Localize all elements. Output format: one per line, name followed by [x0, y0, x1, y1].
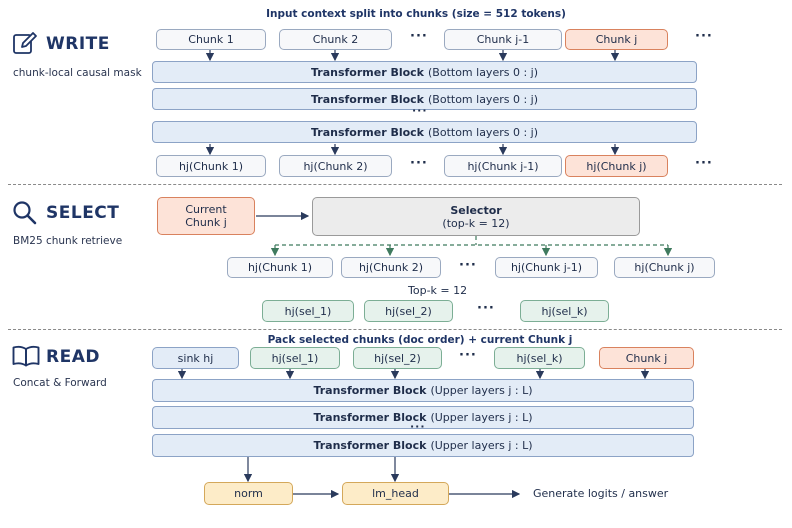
read-transformer-block-2: Transformer Block(Upper layers j : L) [152, 406, 694, 429]
candidate-ellipsis: ··· [459, 258, 477, 273]
write-block-vdots: ··· [412, 104, 428, 117]
candidate-chunk-j: hj(Chunk j) [614, 257, 715, 278]
edit-pencil-icon [13, 32, 37, 54]
search-icon [13, 201, 37, 225]
section-divider-2 [8, 329, 782, 330]
write-transformer-block-2: Transformer Block(Bottom layers 0 : j) [152, 88, 697, 110]
sink-input: sink hj [152, 347, 239, 369]
candidate-chunk-2: hj(Chunk 2) [341, 257, 441, 278]
chunk-1: Chunk 1 [156, 29, 266, 50]
read-transformer-block-1: Transformer Block(Upper layers j : L) [152, 379, 694, 402]
selector-title: Selector [450, 203, 502, 217]
write-header: Input context split into chunks (size = … [266, 8, 566, 20]
write-chunks-ellipsis-end: ··· [695, 29, 713, 44]
selector-box: Selector (top-k = 12) [312, 197, 640, 236]
write-transformer-block-3: Transformer Block(Bottom layers 0 : j) [152, 121, 697, 143]
read-block-vdots: ··· [410, 420, 426, 433]
read-inputs-ellipsis: ··· [459, 348, 477, 363]
selected-chunk-2: hj(sel_2) [364, 300, 453, 322]
write-transformer-block-1: Transformer Block(Bottom layers 0 : j) [152, 61, 697, 83]
read-arrows [177, 369, 650, 499]
write-subtitle: chunk-local causal mask [13, 67, 142, 79]
hidden-chunk-2: hj(Chunk 2) [279, 155, 392, 177]
write-title: WRITE [46, 34, 110, 54]
selected-chunk-k: hj(sel_k) [520, 300, 609, 322]
select-subtitle: BM25 chunk retrieve [13, 235, 123, 247]
select-arrows [256, 211, 673, 257]
read-title: READ [46, 347, 100, 367]
current-chunk-box: Current Chunk j [157, 197, 255, 235]
output-label: Generate logits / answer [533, 487, 669, 500]
section-divider-1 [8, 184, 782, 185]
read-current-chunk: Chunk j [599, 347, 694, 369]
selected-ellipsis: ··· [477, 301, 495, 316]
candidate-chunk-j-1: hj(Chunk j-1) [495, 257, 598, 278]
selector-subtitle: (top-k = 12) [442, 216, 510, 230]
write-arrows [205, 50, 620, 156]
norm-box: norm [204, 482, 293, 505]
write-chunks-ellipsis: ··· [410, 29, 428, 44]
read-selected-2: hj(sel_2) [353, 347, 442, 369]
hidden-chunk-j: hj(Chunk j) [565, 155, 668, 177]
read-subtitle: Concat & Forward [13, 377, 107, 389]
write-hidden-ellipsis-end: ··· [695, 156, 713, 171]
write-hidden-ellipsis: ··· [410, 156, 428, 171]
read-selected-k: hj(sel_k) [494, 347, 585, 369]
chunk-j: Chunk j [565, 29, 668, 50]
chunk-2: Chunk 2 [279, 29, 392, 50]
select-title: SELECT [46, 203, 120, 223]
read-header: Pack selected chunks (doc order) + curre… [267, 334, 573, 346]
read-selected-1: hj(sel_1) [250, 347, 340, 369]
hidden-chunk-j-1: hj(Chunk j-1) [444, 155, 562, 177]
open-book-icon [12, 345, 40, 367]
candidate-chunk-1: hj(Chunk 1) [227, 257, 333, 278]
chunk-j-1: Chunk j-1 [444, 29, 562, 50]
lm-head-box: lm_head [342, 482, 449, 505]
hidden-chunk-1: hj(Chunk 1) [156, 155, 266, 177]
read-transformer-block-3: Transformer Block(Upper layers j : L) [152, 434, 694, 457]
selected-chunk-1: hj(sel_1) [262, 300, 354, 322]
topk-label: Top-k = 12 [408, 284, 468, 297]
